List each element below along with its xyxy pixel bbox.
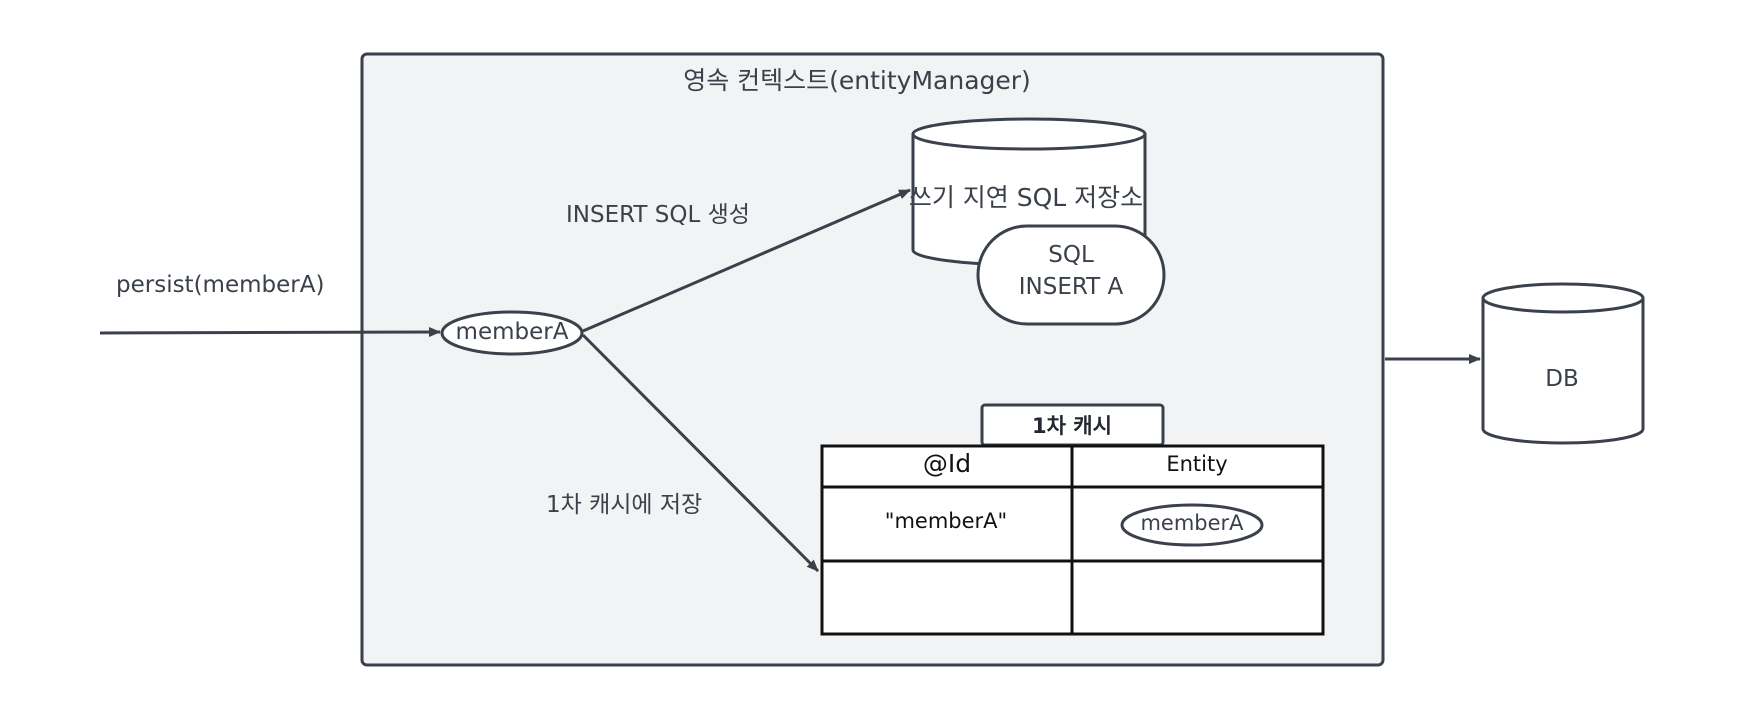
db-label: DB [1545,366,1579,392]
member-entity-node [440,310,584,356]
insert-sql-arrow [582,188,911,333]
persist-call-label: persist(memberA) [116,272,324,298]
member-entity-label: memberA [456,319,569,345]
cache-row-entity-node [1120,503,1264,547]
cache-header-entity: Entity [1166,452,1227,476]
cache-row-id: "memberA" [885,509,1007,533]
sql-store-label: 쓰기 지연 SQL 저장소 [909,183,1143,212]
cache-store-arrow [581,333,820,573]
insert-sql-label: INSERT SQL 생성 [566,202,750,228]
cache-header-id: @Id [923,449,971,478]
cache-table [820,444,1325,636]
sql-insert-pill [976,224,1166,326]
cache-store-label: 1차 캐시에 저장 [546,492,702,518]
cache-row-entity: memberA [1140,511,1244,535]
persist-arrow [99,327,441,338]
sql-insert-line2: INSERT A [1019,274,1124,300]
cache-title: 1차 캐시 [1032,414,1112,438]
sql-insert-line1: SQL [1048,242,1094,268]
db-cylinder [1481,282,1645,445]
persistence-context-title: 영속 컨텍스트(entityManager) [683,66,1031,95]
